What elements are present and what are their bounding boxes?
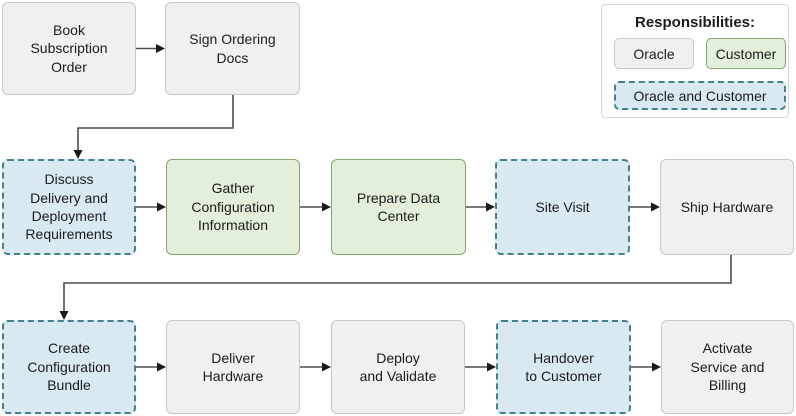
- connector-ship-to-create: [59, 255, 732, 320]
- legend-item-oracle: Oracle: [614, 38, 694, 69]
- node-deploy-and-validate: Deploy and Validate: [331, 320, 465, 414]
- node-label: Gather Configuration Information: [191, 180, 275, 234]
- node-gather-configuration-information: Gather Configuration Information: [166, 159, 300, 255]
- node-label: Create Configuration Bundle: [27, 340, 111, 394]
- legend-item-customer: Customer: [706, 38, 786, 69]
- node-site-visit: Site Visit: [495, 159, 630, 255]
- node-label: Activate Service and Billing: [690, 340, 765, 394]
- node-label: Ship Hardware: [680, 198, 774, 215]
- node-book-subscription-order: Book Subscription Order: [2, 2, 136, 95]
- node-label: Deliver Hardware: [202, 349, 264, 384]
- legend: Responsibilities: Oracle Customer Oracle…: [601, 4, 789, 118]
- legend-item-label: Oracle: [633, 45, 675, 62]
- node-label: Book Subscription Order: [30, 21, 108, 75]
- node-label: Discuss Delivery and Deployment Requirem…: [25, 171, 113, 243]
- node-label: Sign Ordering Docs: [189, 31, 276, 66]
- node-sign-ordering-docs: Sign Ordering Docs: [165, 2, 300, 95]
- legend-item-label: Customer: [715, 45, 777, 62]
- node-handover-to-customer: Handover to Customer: [496, 320, 631, 414]
- node-label: Prepare Data Center: [356, 189, 441, 224]
- node-create-configuration-bundle: Create Configuration Bundle: [2, 320, 136, 414]
- node-label: Site Visit: [535, 198, 590, 215]
- node-label: Deploy and Validate: [359, 349, 437, 384]
- node-discuss-delivery-deployment-requirements: Discuss Delivery and Deployment Requirem…: [2, 159, 136, 255]
- legend-item-label: Oracle and Customer: [633, 87, 767, 104]
- legend-title: Responsibilities:: [634, 14, 756, 31]
- node-ship-hardware: Ship Hardware: [660, 159, 794, 255]
- node-label: Handover to Customer: [525, 349, 602, 384]
- connector-sign-to-discuss: [73, 95, 234, 159]
- node-deliver-hardware: Deliver Hardware: [166, 320, 300, 414]
- node-prepare-data-center: Prepare Data Center: [331, 159, 466, 255]
- legend-item-oracle-and-customer: Oracle and Customer: [614, 81, 786, 110]
- node-activate-service-and-billing: Activate Service and Billing: [661, 320, 794, 414]
